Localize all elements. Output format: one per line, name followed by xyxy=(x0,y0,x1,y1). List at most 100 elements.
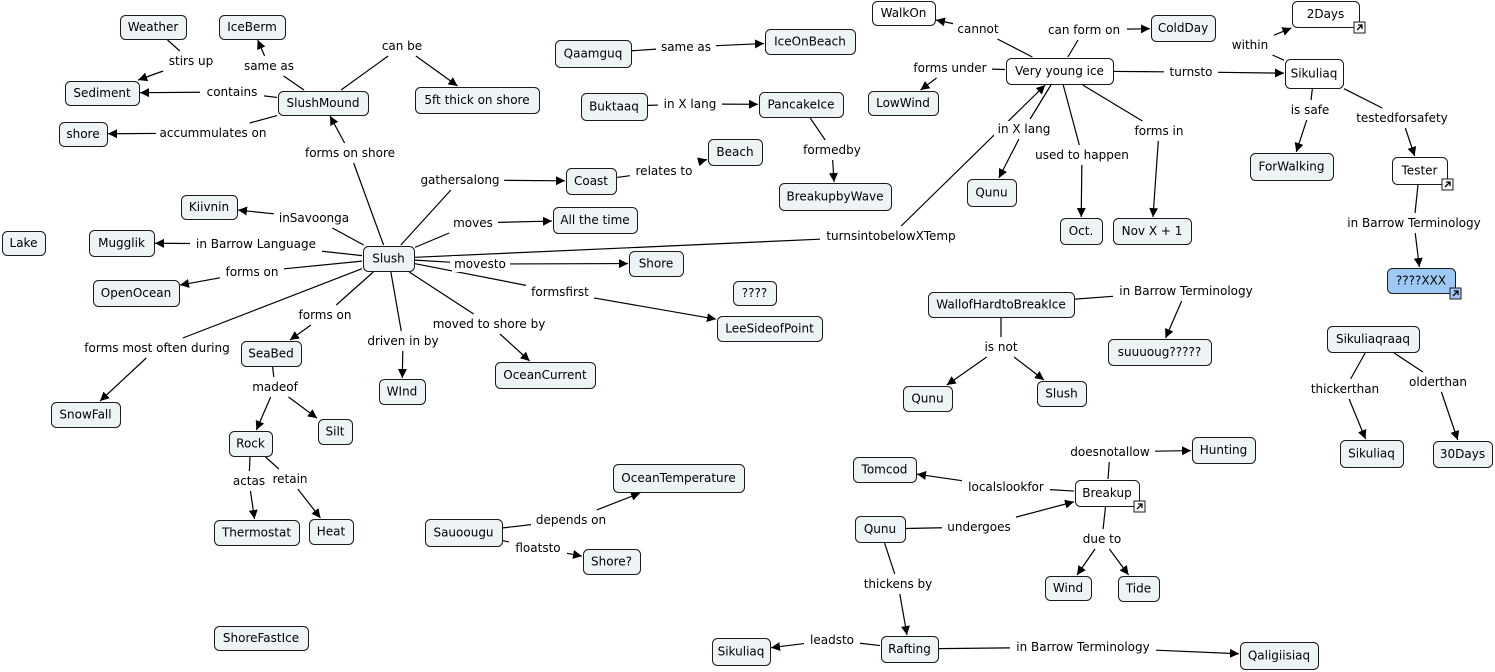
linking-phrase-locals[interactable]: localslookfor xyxy=(964,479,1048,495)
linking-phrase-thicker[interactable]: thickerthan xyxy=(1307,381,1383,397)
linking-phrase-older[interactable]: olderthan xyxy=(1405,374,1471,390)
concept-kiivnin[interactable]: Kiivnin xyxy=(181,195,238,220)
concept-lake[interactable]: Lake xyxy=(2,231,46,256)
linking-phrase-barrow1[interactable]: in Barrow Terminology xyxy=(1343,215,1485,231)
linking-phrase-gathers[interactable]: gathersalong xyxy=(418,172,502,188)
concept-buktaaq[interactable]: Buktaaq xyxy=(581,93,648,121)
linking-phrase-usedto[interactable]: used to happen xyxy=(1032,147,1132,163)
linking-phrase-floatsto[interactable]: floatsto xyxy=(511,540,565,556)
concept-sikuliaq2[interactable]: Sikuliaq xyxy=(1340,440,1404,468)
linking-phrase-barrow3[interactable]: in Barrow Terminology xyxy=(1012,639,1154,655)
linking-phrase-retain[interactable]: retain xyxy=(269,471,311,487)
concept-thirtydays[interactable]: 30Days xyxy=(1433,441,1493,468)
concept-novx1[interactable]: Nov X + 1 xyxy=(1113,218,1192,245)
linking-phrase-depends[interactable]: depends on xyxy=(533,512,609,528)
linking-phrase-cannot[interactable]: cannot xyxy=(955,21,1001,37)
concept-hunting[interactable]: Hunting xyxy=(1192,437,1256,464)
linking-phrase-inxlang2[interactable]: in X lang xyxy=(994,121,1054,137)
concept-qunu2[interactable]: Qunu xyxy=(903,386,953,412)
concept-oceancurrent[interactable]: OceanCurrent xyxy=(495,362,596,389)
concept-oceantemp[interactable]: OceanTemperature xyxy=(613,464,745,493)
concept-shore-lc[interactable]: shore xyxy=(59,122,108,147)
concept-tomcod[interactable]: Tomcod xyxy=(853,457,917,483)
concept-coldday[interactable]: ColdDay xyxy=(1151,15,1216,42)
concept-sauoougu[interactable]: Sauoougu xyxy=(425,519,503,547)
concept-thermostat[interactable]: Thermostat xyxy=(214,520,300,546)
concept-seabed[interactable]: SeaBed xyxy=(241,341,302,367)
concept-slush2[interactable]: Slush xyxy=(1037,381,1087,407)
concept-shoreq[interactable]: Shore? xyxy=(583,549,641,575)
linking-phrase-drivenin[interactable]: driven in by xyxy=(364,333,442,349)
concept-veryyoungice[interactable]: Very young ice xyxy=(1006,58,1114,85)
concept-sikuliaqraaq[interactable]: Sikuliaqraaq xyxy=(1327,326,1420,353)
linking-phrase-moves[interactable]: moves xyxy=(450,215,496,231)
linking-phrase-stirsup[interactable]: stirs up xyxy=(164,53,218,69)
concept-sikuliaq1[interactable]: Sikuliaq xyxy=(1285,59,1344,89)
concept-qaamguq[interactable]: Qaamguq xyxy=(555,40,632,68)
linking-phrase-formsfirst[interactable]: formsfirst xyxy=(528,284,592,300)
concept-sediment[interactable]: Sediment xyxy=(65,81,140,106)
concept-rafting[interactable]: Rafting xyxy=(881,636,939,663)
concept-pancakeice[interactable]: PancakeIce xyxy=(759,92,844,118)
linking-phrase-dueto[interactable]: due to xyxy=(1079,531,1125,547)
linking-phrase-canbe[interactable]: can be xyxy=(380,38,424,54)
concept-qunu3[interactable]: Qunu xyxy=(855,516,906,543)
concept-twodays[interactable]: 2Days xyxy=(1292,1,1366,34)
concept-forwalking[interactable]: ForWalking xyxy=(1250,153,1334,181)
concept-wallofhard[interactable]: WallofHardtoBreakIce xyxy=(928,292,1075,318)
concept-qxxx[interactable]: ????XXX xyxy=(1387,268,1462,300)
linking-phrase-formson1[interactable]: forms on xyxy=(222,264,282,280)
concept-breakup[interactable]: Breakup xyxy=(1075,480,1146,513)
linking-phrase-doesnot[interactable]: doesnotallow xyxy=(1067,444,1153,460)
linking-phrase-leadsto[interactable]: leadsto xyxy=(806,632,858,648)
linking-phrase-within[interactable]: within xyxy=(1228,37,1272,53)
concept-rock[interactable]: Rock xyxy=(229,431,273,457)
concept-qunu1[interactable]: Qunu xyxy=(967,179,1017,207)
concept-shore-uc[interactable]: Shore xyxy=(629,251,684,277)
linking-phrase-accum[interactable]: accummulates on xyxy=(158,125,268,141)
concept-sikuliaq3[interactable]: Sikuliaq xyxy=(712,638,771,666)
submap-link-icon[interactable] xyxy=(1441,178,1454,191)
linking-phrase-sameas1[interactable]: same as xyxy=(240,58,298,74)
submap-link-icon[interactable] xyxy=(1449,287,1462,300)
concept-iceberm[interactable]: IceBerm xyxy=(219,15,286,40)
concept-shorefastice[interactable]: ShoreFastIce xyxy=(214,626,309,651)
linking-phrase-movesto[interactable]: movesto xyxy=(452,256,508,272)
linking-phrase-thickens[interactable]: thickens by xyxy=(860,576,936,592)
concept-iceonbeach[interactable]: IceOnBeach xyxy=(765,29,856,55)
concept-heat[interactable]: Heat xyxy=(309,519,354,545)
linking-phrase-turnsto[interactable]: turnsto xyxy=(1166,64,1216,80)
linking-phrase-insavoonga[interactable]: inSavoonga xyxy=(276,210,352,226)
linking-phrase-inxlang1[interactable]: in X lang xyxy=(660,96,720,112)
linking-phrase-formsunder[interactable]: forms under xyxy=(910,60,990,76)
concept-snowfall[interactable]: SnowFall xyxy=(51,402,121,428)
concept-wind2[interactable]: Wind xyxy=(1045,576,1092,601)
concept-tide[interactable]: Tide xyxy=(1118,576,1160,602)
linking-phrase-turnsinto[interactable]: turnsintobelowXTemp xyxy=(822,228,960,244)
concept-tester[interactable]: Tester xyxy=(1392,157,1454,191)
concept-oct[interactable]: Oct. xyxy=(1060,218,1103,245)
concept-beach[interactable]: Beach xyxy=(708,139,763,166)
linking-phrase-tested[interactable]: testedforsafety xyxy=(1353,110,1451,126)
concept-silt[interactable]: Silt xyxy=(318,419,353,445)
concept-coast[interactable]: Coast xyxy=(566,168,617,195)
concept-openocean[interactable]: OpenOcean xyxy=(93,280,180,307)
linking-phrase-formedby[interactable]: formedby xyxy=(801,142,863,158)
linking-phrase-barrowlang[interactable]: in Barrow Language xyxy=(192,236,320,252)
submap-link-icon[interactable] xyxy=(1133,500,1146,513)
linking-phrase-isnot[interactable]: is not xyxy=(981,339,1021,355)
concept-leesideofpoint[interactable]: LeeSideofPoint xyxy=(717,316,823,342)
concept-qaligiisiaq[interactable]: Qaligiisiaq xyxy=(1240,642,1319,670)
linking-phrase-movedto[interactable]: moved to shore by xyxy=(430,316,548,332)
linking-phrase-issafe[interactable]: is safe xyxy=(1287,102,1333,118)
concept-slush[interactable]: Slush xyxy=(363,246,415,272)
submap-link-icon[interactable] xyxy=(1353,21,1366,34)
concept-mugglik[interactable]: Mugglik xyxy=(89,230,155,257)
linking-phrase-formsonshore[interactable]: forms on shore xyxy=(302,145,398,161)
concept-lowwind[interactable]: LowWind xyxy=(868,91,939,116)
concept-qmarks[interactable]: ???? xyxy=(733,281,777,306)
linking-phrase-formsin[interactable]: forms in xyxy=(1131,123,1187,139)
concept-suuuoug[interactable]: suuuoug????? xyxy=(1108,339,1212,366)
concept-walkon[interactable]: WalkOn xyxy=(872,1,936,26)
concept-fiveft[interactable]: 5ft thick on shore xyxy=(415,87,540,114)
